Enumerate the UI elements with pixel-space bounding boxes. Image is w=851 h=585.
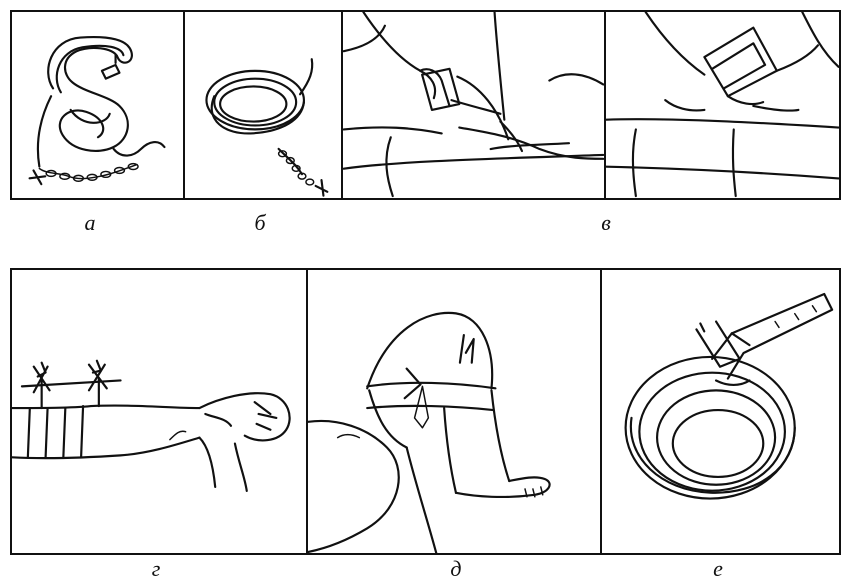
panel-v-left	[341, 10, 606, 200]
tourniquet-ratchet-icon	[602, 270, 839, 553]
label-a: а	[70, 210, 110, 236]
label-d: д	[436, 556, 476, 582]
label-g: г	[136, 556, 176, 582]
tourniquet-rubber-band-icon	[12, 12, 183, 198]
arm-tourniquet-twist-icon	[12, 270, 306, 553]
panel-a	[10, 10, 185, 200]
label-b: б	[240, 210, 280, 236]
tourniquet-application-icon	[606, 12, 839, 198]
tourniquet-coiled-icon	[185, 12, 341, 198]
label-v: в	[586, 210, 626, 236]
panel-d	[306, 268, 602, 555]
panel-g	[10, 268, 308, 555]
panel-e	[600, 268, 841, 555]
panel-v-right	[604, 10, 841, 200]
panel-b	[183, 10, 343, 200]
label-e: е	[698, 556, 738, 582]
thigh-tourniquet-icon	[308, 270, 600, 553]
tourniquet-application-icon	[343, 12, 604, 198]
